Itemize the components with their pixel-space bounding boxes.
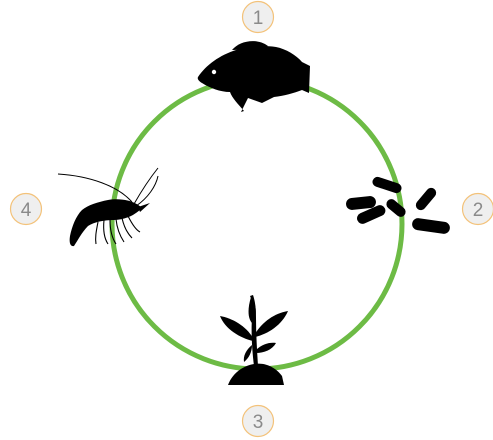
stage-number-3: 3 [253, 412, 264, 433]
stage-badge-2: 2 [463, 194, 493, 225]
stage-number-1: 1 [253, 8, 264, 29]
cycle-ring [112, 79, 402, 369]
stage-badge-3: 3 [243, 406, 274, 437]
stage-badge-1: 1 [243, 2, 274, 33]
shrimp-icon [58, 168, 158, 246]
bacteria-icon [345, 176, 450, 235]
plant-icon [220, 295, 288, 385]
stage-number-4: 4 [21, 200, 32, 221]
stage-number-2: 2 [473, 200, 484, 221]
stage-badge-4: 4 [11, 194, 42, 225]
fish-icon [198, 41, 310, 112]
